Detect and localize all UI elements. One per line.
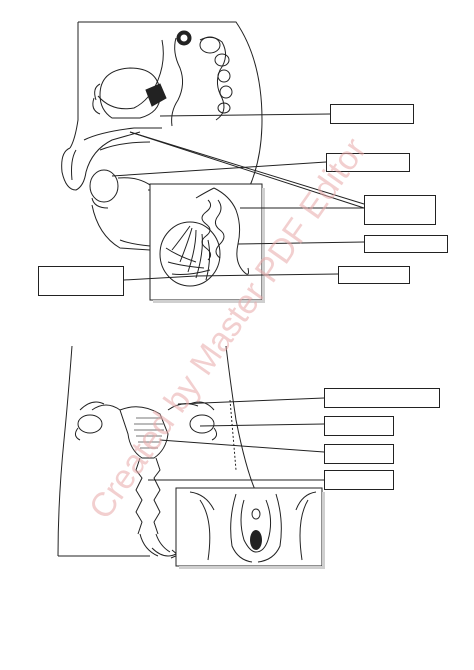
intestine-shape xyxy=(171,37,184,127)
vagina-shape xyxy=(135,457,143,535)
male-label-box-5[interactable] xyxy=(338,266,410,284)
right-ovary xyxy=(189,414,215,434)
male-label-box-3[interactable] xyxy=(364,195,436,225)
female-label-box-1[interactable] xyxy=(324,388,440,408)
male-label-box-2[interactable] xyxy=(326,153,410,172)
male-label-box-4[interactable] xyxy=(364,235,448,253)
testis-shape xyxy=(89,169,119,203)
left-ovary xyxy=(77,414,103,434)
uterus-shape xyxy=(119,406,169,459)
female-label-box-3[interactable] xyxy=(324,444,394,464)
female-label-box-4[interactable] xyxy=(324,470,394,490)
female-label-box-2[interactable] xyxy=(324,416,394,436)
female-body-outline xyxy=(57,345,73,557)
penis-shape xyxy=(61,131,141,191)
male-label-box-1[interactable] xyxy=(330,104,414,124)
male-label-box-6[interactable] xyxy=(38,266,124,296)
